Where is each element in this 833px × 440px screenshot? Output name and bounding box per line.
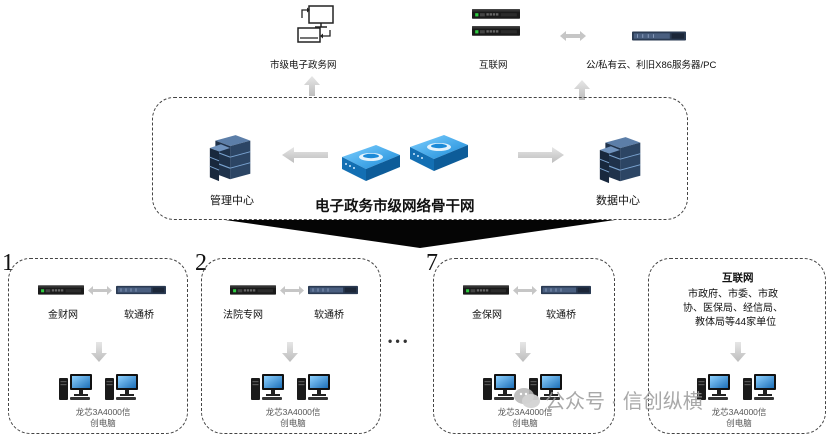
pc-label-line: 创电脑 [90,418,116,428]
down-arrow-icon [282,342,298,362]
bidirectional-arrow-icon [280,286,304,295]
data-center-server-icon [598,136,644,186]
core-router-icon [338,138,404,184]
internet-firewall-icon [472,7,520,21]
down-arrow-icon [91,342,107,362]
pc-label-line: 创电脑 [726,418,752,428]
bridge-server-icon [116,282,166,298]
internet-group-desc: 市政府、市委、市政 [688,289,778,300]
funnel-shape [225,220,615,248]
core-router-icon [406,128,472,174]
network-label: 金保网 [472,310,502,321]
pc-label-line: 龙芯3A4000信 [497,407,553,417]
bidirectional-arrow-icon [560,31,586,41]
firewall-icon [463,283,509,297]
group-box-1 [8,258,188,434]
down-arrow-icon [515,342,531,362]
up-arrow-icon [304,76,320,96]
pc-label: 龙芯3A4000信 创电脑 [248,407,338,429]
internet-label: 互联网 [479,60,508,71]
firewall-icon [38,283,84,297]
egov-network-label: 市级电子政务网 [270,60,337,71]
bridge-server-icon [541,282,591,298]
network-label: 金财网 [48,310,78,321]
management-center-server-icon [208,134,254,184]
bridge-label: 软通桥 [124,310,154,321]
x86-server-icon [632,27,686,45]
left-arrow-icon [282,147,328,163]
pc-network-icon [296,4,336,44]
watermark-text: 公众号 · 信创纵横 [545,391,703,413]
bridge-label: 软通桥 [546,310,576,321]
right-arrow-icon [518,147,564,163]
network-label: 法院专网 [223,310,263,321]
pc-label: 龙芯3A4000信 创电脑 [694,407,784,429]
bridge-label: 软通桥 [314,310,344,321]
up-arrow-icon [574,80,590,100]
wechat-icon [514,388,540,408]
computer-icon [296,372,330,402]
computer-icon [104,372,138,402]
pc-label-line: 创电脑 [512,418,538,428]
cloud-server-label: 公/私有云、利旧X86服务器/PC [586,60,717,71]
pc-label-line: 龙芯3A4000信 [711,407,767,417]
internet-group-desc: 协、医保局、经信局、 [683,303,783,314]
data-center-label: 数据中心 [596,195,640,207]
backbone-title: 电子政务市级网络骨干网 [315,199,475,215]
pc-label-line: 龙芯3A4000信 [265,407,321,417]
management-center-label: 管理中心 [210,195,254,207]
computer-icon [58,372,92,402]
computer-icon [482,372,516,402]
pc-label: 龙芯3A4000信 创电脑 [58,407,148,429]
internet-group-title: 互联网 [722,272,754,284]
group-box-2 [201,258,381,434]
computer-icon [250,372,284,402]
computer-icon [742,372,776,402]
pc-label: 龙芯3A4000信 创电脑 [480,407,570,429]
firewall-icon [230,283,276,297]
bridge-server-icon [308,282,358,298]
bidirectional-arrow-icon [88,286,112,295]
group-box-7 [433,258,615,434]
internet-firewall-icon [472,24,520,38]
backbone-network-box [152,97,688,220]
pc-label-line: 龙芯3A4000信 [75,407,131,417]
bidirectional-arrow-icon [513,286,537,295]
internet-group-desc: 教体局等44家单位 [695,317,777,328]
pc-label-line: 创电脑 [280,418,306,428]
ellipsis: • • • [388,334,408,348]
down-arrow-icon [730,342,746,362]
internet-group-box [648,258,826,434]
